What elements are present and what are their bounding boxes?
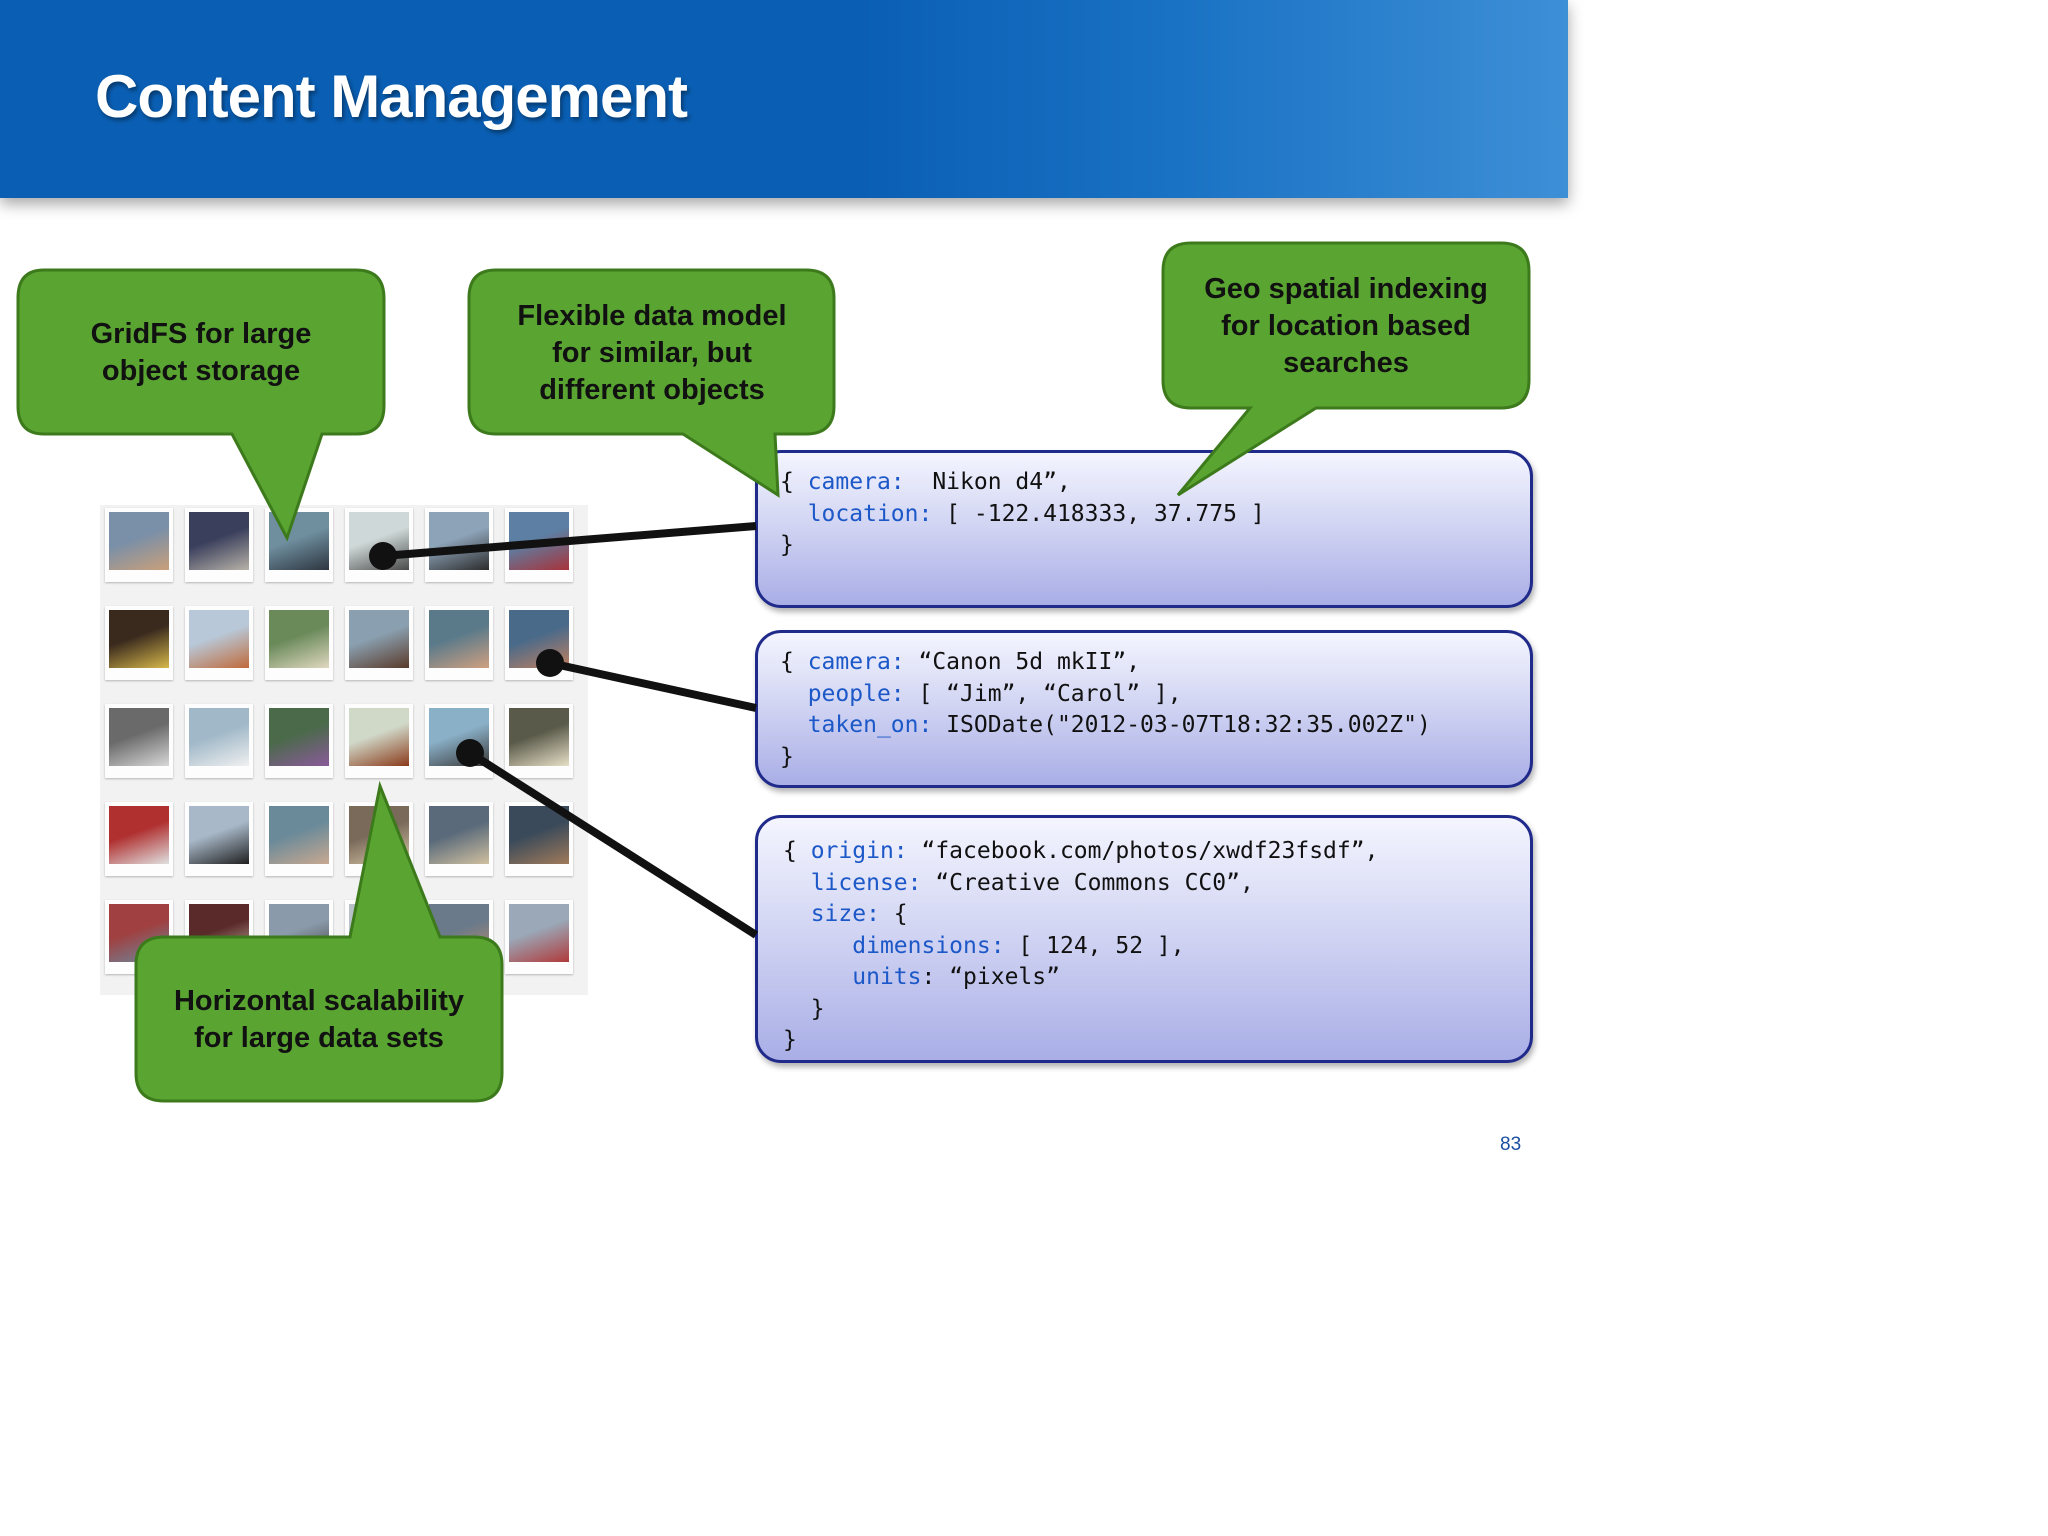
callout-horizontal-line-2: for large data sets bbox=[194, 1022, 444, 1054]
code-key-size: size: bbox=[810, 901, 880, 927]
callout-gridfs-line-2: object storage bbox=[101, 355, 301, 387]
photo-thumbnail bbox=[105, 704, 173, 778]
code-close-brace: } bbox=[780, 532, 794, 558]
slide-header: Content Management bbox=[0, 0, 1568, 198]
code-value-location: [ -122.418333, 37.775 ] bbox=[932, 500, 1265, 527]
photo-thumbnail bbox=[505, 704, 573, 778]
code-open-brace: { bbox=[780, 649, 808, 675]
callout-gridfs: GridFS for large object storage bbox=[20, 316, 382, 390]
photo-thumbnail bbox=[265, 802, 333, 876]
connector-dot-icon bbox=[369, 542, 397, 570]
code-key-license: license: bbox=[810, 869, 922, 896]
connector-line-people bbox=[549, 659, 757, 712]
code-key-origin: origin: bbox=[810, 838, 908, 864]
photo-thumbnail bbox=[425, 606, 493, 680]
document-box-origin: { origin: “facebook.com/photos/xwdf23fsd… bbox=[755, 815, 1533, 1063]
code-open-brace: { bbox=[780, 469, 808, 495]
code-key-taken-on: taken_on: bbox=[807, 712, 933, 738]
connector-dot-icon bbox=[536, 649, 564, 677]
code-value-camera: Nikon d4”, bbox=[904, 469, 1071, 495]
photo-thumbnail bbox=[185, 508, 253, 582]
code-close-brace: } bbox=[780, 743, 794, 770]
code-key-location: location: bbox=[807, 500, 933, 527]
code-key-units: units bbox=[852, 964, 922, 990]
code-value-camera: “Canon 5d mkII”, bbox=[904, 649, 1141, 675]
callout-flexible-line-2: for similar, but bbox=[552, 337, 752, 369]
code-value-origin: “facebook.com/photos/xwdf23fsdf”, bbox=[907, 838, 1379, 864]
code-open-brace: { bbox=[783, 838, 811, 864]
code-inner-close-brace: } bbox=[810, 995, 825, 1022]
code-key-camera: camera: bbox=[807, 649, 905, 675]
slide-title: Content Management bbox=[95, 63, 688, 130]
callout-flexible: Flexible data model for similar, but dif… bbox=[471, 298, 833, 409]
callout-flexible-shape bbox=[467, 268, 836, 498]
code-key-dimensions: dimensions: bbox=[852, 932, 1005, 959]
code-close-brace: } bbox=[783, 1027, 797, 1053]
callout-flexible-line-3: different objects bbox=[539, 374, 765, 406]
photo-thumbnail bbox=[425, 802, 493, 876]
photo-thumbnail bbox=[345, 606, 413, 680]
code-value-license: “Creative Commons CC0”, bbox=[921, 869, 1254, 896]
code-key-camera: camera: bbox=[807, 469, 905, 495]
photo-thumbnail bbox=[265, 704, 333, 778]
photo-thumbnail bbox=[505, 802, 573, 876]
code-value-units: : “pixels” bbox=[921, 964, 1060, 990]
document-box-geo: { camera: Nikon d4”, location: [ -122.41… bbox=[755, 450, 1533, 608]
code-value-people: [ “Jim”, “Carol” ], bbox=[904, 680, 1182, 707]
callout-geo-line-1: Geo spatial indexing bbox=[1204, 273, 1488, 305]
connector-line-geo bbox=[382, 522, 757, 560]
callouts-and-connectors bbox=[16, 241, 1531, 1103]
photo-thumbnail bbox=[185, 704, 253, 778]
photo-thumbnail bbox=[185, 606, 253, 680]
page-number: 83 bbox=[1500, 1134, 1522, 1155]
photo-thumbnail bbox=[105, 508, 173, 582]
photo-thumbnail bbox=[345, 704, 413, 778]
photo-thumbnail bbox=[505, 900, 573, 974]
code-value-dimensions: [ 124, 52 ], bbox=[1004, 932, 1185, 959]
document-box-people: { camera: “Canon 5d mkII”, people: [ “Ji… bbox=[755, 630, 1533, 788]
code-key-people: people: bbox=[807, 680, 905, 707]
photo-thumbnail bbox=[105, 802, 173, 876]
callout-flexible-line-1: Flexible data model bbox=[517, 300, 787, 332]
callout-horizontal-line-1: Horizontal scalability bbox=[173, 985, 465, 1017]
photo-thumbnail bbox=[185, 802, 253, 876]
callout-geo-shape bbox=[1161, 241, 1531, 497]
callout-gridfs-shape bbox=[16, 268, 386, 542]
callout-geo-line-3: searches bbox=[1283, 347, 1409, 379]
photo-thumbnail bbox=[265, 606, 333, 680]
photo-thumbnail bbox=[105, 606, 173, 680]
photo-thumbnail bbox=[425, 508, 493, 582]
callout-gridfs-line-1: GridFS for large bbox=[90, 318, 312, 350]
callout-horizontal-shape bbox=[134, 780, 504, 1103]
code-value-size: { bbox=[879, 901, 908, 927]
connector-dot-icon bbox=[456, 739, 484, 767]
callout-geo-line-2: for location based bbox=[1221, 310, 1471, 342]
code-value-taken-on: ISODate("2012-03-07T18:32:35.002Z") bbox=[932, 712, 1431, 738]
callout-geo: Geo spatial indexing for location based … bbox=[1165, 271, 1527, 382]
connector-line-origin bbox=[467, 749, 759, 939]
callout-horizontal: Horizontal scalability for large data se… bbox=[138, 983, 500, 1057]
